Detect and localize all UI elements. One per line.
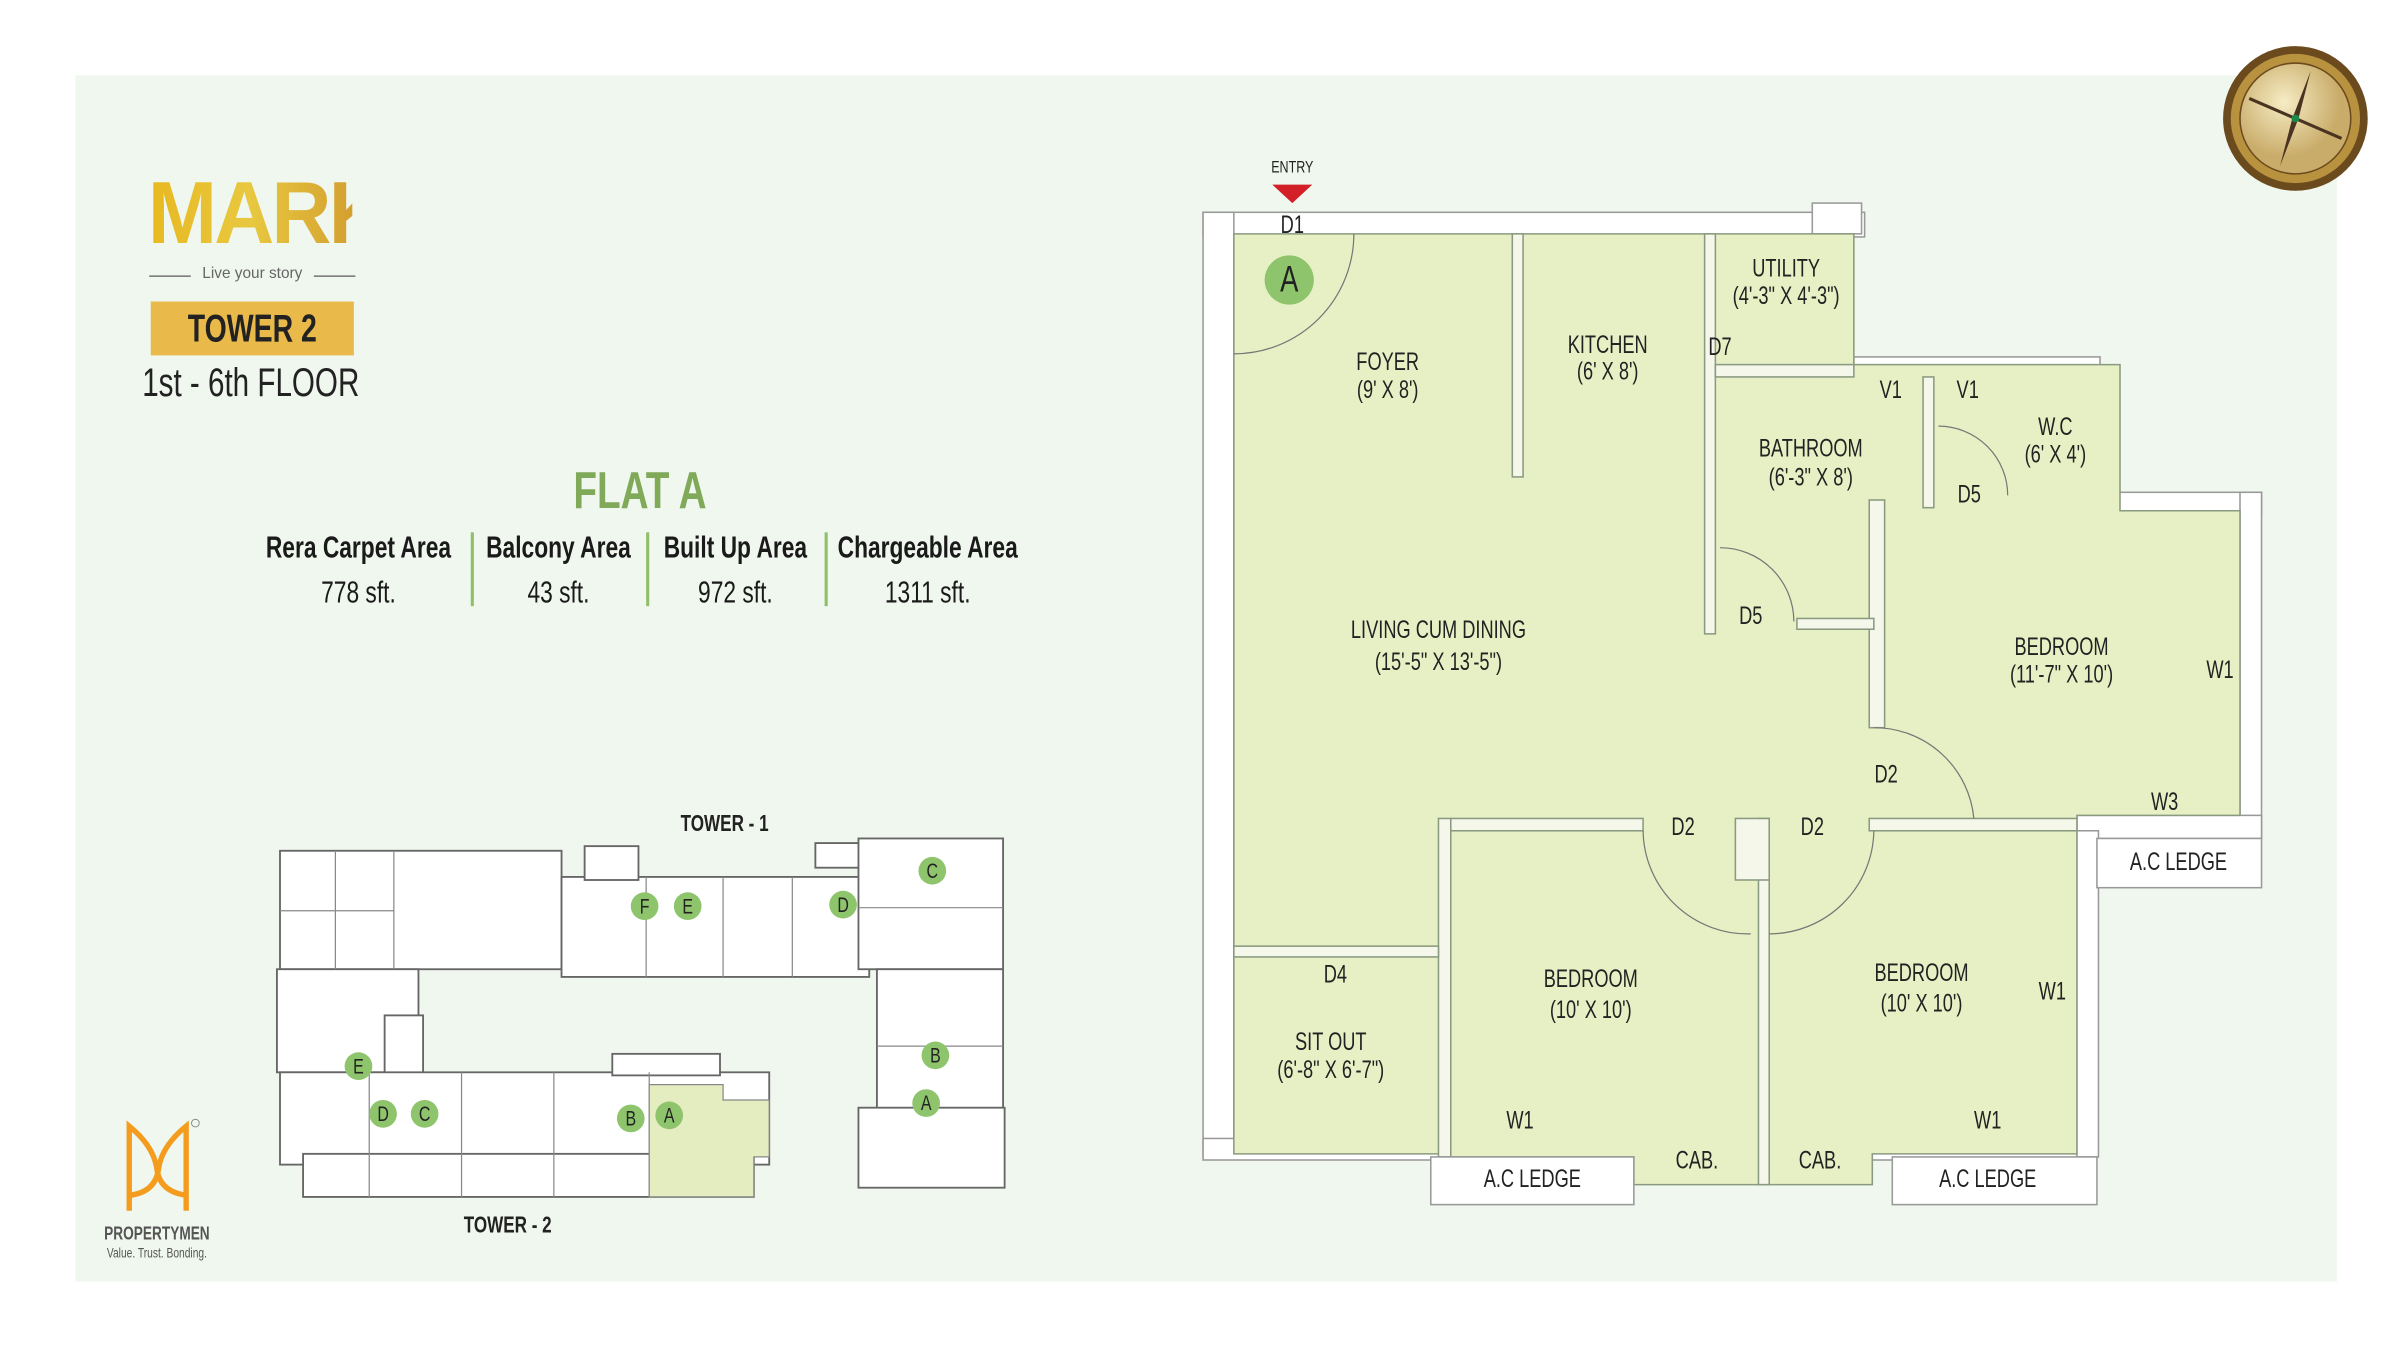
key-plan-marker [918,856,947,885]
key-plan-marker [829,890,857,919]
key-plan-marker-letter: E [353,1053,364,1078]
brand-tagline: Live your story [202,265,303,283]
opening-tag: W3 [2150,790,2179,817]
floor-range: 1st - 6th FLOOR [142,359,360,406]
room-name-bedroom2: BEDROOM [1543,967,1638,994]
tower1-label: TOWER - 1 [680,810,769,838]
key-plan-marker-letter: C [926,857,939,883]
divider [470,532,474,607]
key-plan-marker-letter: E [682,893,694,918]
opening-tag: D5 [1739,604,1763,631]
stat-value-carpet: 778 sft. [321,576,396,610]
key-plan-marker [369,1099,397,1128]
key-plan-marker [630,892,659,920]
opening-tag: CAB. [1798,1148,1842,1175]
divider [646,532,649,607]
opening-tag: W1 [2038,979,2066,1006]
room-size: (9' X 8') [1356,377,1419,405]
tagline-rule [313,275,356,277]
key-plan-marker-letter: C [418,1101,431,1126]
key-plan-marker-letter: D [837,891,849,917]
room-size: (10' X 10') [1549,997,1632,1025]
tower2-label: TOWER - 2 [463,1212,552,1239]
room-name-bedroom3: BEDROOM [1874,960,1969,988]
ac-ledge-label: A.C LEDGE [2129,850,2228,877]
mark-logo: MARK [147,164,389,264]
key-plan-marker-letter: B [930,1042,941,1068]
mark-logo-text: MARK [147,164,389,264]
room-name-kitchen: KITCHEN [1567,333,1648,360]
opening-tag: D4 [1323,962,1348,989]
room-name-utility: UTILITY [1752,256,1821,283]
room-size: (15'-5" X 13'-5") [1374,650,1503,677]
opening-tag: D2 [1800,814,1824,841]
developer-tagline: Value. Trust. Bonding. [106,1245,207,1261]
room-name-bathroom: BATHROOM [1758,436,1863,463]
stat-label-balcony: Balcony Area [486,531,631,566]
ac-ledge-label: A.C LEDGE [1483,1167,1581,1194]
opening-tag: W1 [1974,1108,2002,1135]
flat-marker-letter: A [1280,259,1299,301]
key-plan-marker [344,1052,373,1080]
key-plan-marker-letter: D [377,1101,389,1126]
room-name-sitout: SIT OUT [1295,1030,1367,1057]
key-plan-marker [921,1041,950,1070]
opening-tag: W1 [2206,657,2234,685]
key-plan-marker [616,1104,645,1133]
opening-tag: CAB. [1675,1148,1719,1175]
flat-title: FLAT A [573,461,707,521]
tagline-rule [149,275,191,277]
tower-badge [150,301,354,356]
room-name-bedroom1: BEDROOM [2014,634,2109,661]
room-size: (6'-3" X 8') [1768,465,1853,492]
divider [824,532,827,607]
room-size: (10' X 10') [1880,991,1963,1018]
key-plan-marker [673,892,702,920]
opening-tag: V1 [1879,377,1902,405]
tower-label: TOWER 2 [187,307,317,351]
room-size: (6' X 4') [2024,442,2087,469]
flat-marker-badge [1264,255,1314,305]
room-size: (6'-8" X 6'-7") [1277,1057,1385,1085]
key-plan-marker [912,1089,940,1117]
stat-value-chargeable: 1311 sft. [884,576,971,610]
room-size: (6' X 8') [1576,359,1639,386]
opening-tag: W1 [1506,1108,1534,1135]
opening-tag: D2 [1671,814,1695,841]
room-name-foyer: FOYER [1356,350,1420,377]
stat-label-carpet: Rera Carpet Area [265,531,452,566]
key-plan-marker-letter: A [920,1090,932,1115]
opening-tag: D2 [1874,762,1898,789]
entry-arrow-icon [1272,184,1313,204]
key-plan-marker-letter: B [625,1105,637,1131]
room-name-living: LIVING CUM DINING [1350,617,1527,645]
opening-tag: V1 [1956,377,1979,405]
registered-mark-icon [191,1118,200,1128]
room-size: (11'-7" X 10') [2009,662,2114,689]
room-size: (4'-3" X 4'-3") [1732,284,1840,311]
opening-tag: D1 [1280,213,1304,240]
room-name-wc: W.C [2038,414,2073,441]
key-plan-marker [655,1101,684,1130]
entry-label: ENTRY [1271,158,1314,178]
stat-value-balcony: 43 sft. [527,576,590,610]
opening-tag: D5 [1957,482,1981,509]
key-plan-marker-letter: F [639,893,650,918]
key-plan-marker [410,1099,439,1128]
key-plan-marker-letter: A [663,1102,675,1128]
stat-value-builtup: 972 sft. [698,576,773,610]
opening-tag: D7 [1708,334,1732,361]
ac-ledge-label: A.C LEDGE [1939,1167,2037,1194]
stat-label-builtup: Built Up Area [663,531,808,566]
developer-name: PROPERTYMEN [104,1222,210,1245]
stat-label-chargeable: Chargeable Area [837,531,1018,566]
